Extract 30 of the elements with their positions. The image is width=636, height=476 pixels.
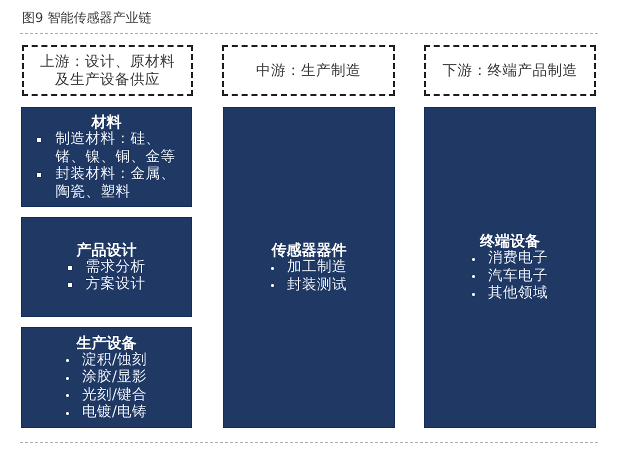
box-heading: 传感器器件 [272, 241, 346, 259]
header-text: 上游：设计、原材料及生产设备供应 [39, 52, 176, 88]
list-item-text: 汽车电子 [488, 268, 548, 285]
dashed-header-box [222, 45, 395, 96]
box-heading: 终端设备 [480, 232, 540, 250]
list-item-text: 封装材料：金属、陶瓷、塑料 [55, 166, 176, 201]
category-box [21, 327, 192, 428]
list-item-text: 电镀/电铸 [82, 404, 147, 422]
dashed-header-box [22, 45, 193, 96]
header-text: 下游：终端产品制造 [442, 62, 578, 80]
list-item-text: 消费电子 [488, 250, 548, 268]
box-heading: 材料 [92, 113, 122, 131]
list-item-text: 需求分析 [86, 258, 146, 276]
figure-title: 图9 智能传感器产业链 [22, 10, 152, 27]
list-item-text: 涂胶/显影 [82, 369, 147, 386]
category-box [21, 217, 192, 317]
list-item-text: 加工制造 [287, 259, 347, 276]
category-box [223, 107, 395, 428]
category-box [21, 107, 192, 207]
box-heading: 生产设备 [76, 334, 136, 352]
dashed-header-box [424, 45, 596, 96]
list-item-text: 封装测试 [287, 276, 347, 294]
box-heading: 产品设计 [76, 240, 136, 258]
list-item-text: 淀积/蚀刻 [82, 352, 147, 368]
list-item-text: 光刻/键合 [82, 386, 147, 404]
list-item-text: 方案设计 [86, 276, 146, 294]
header-text: 中游：生产制造 [256, 62, 361, 80]
category-box [424, 107, 596, 428]
list-item-text: 其他领域 [488, 285, 548, 303]
list-item-text: 制造材料：硅、锗、镍、铜、金等 [55, 131, 176, 166]
